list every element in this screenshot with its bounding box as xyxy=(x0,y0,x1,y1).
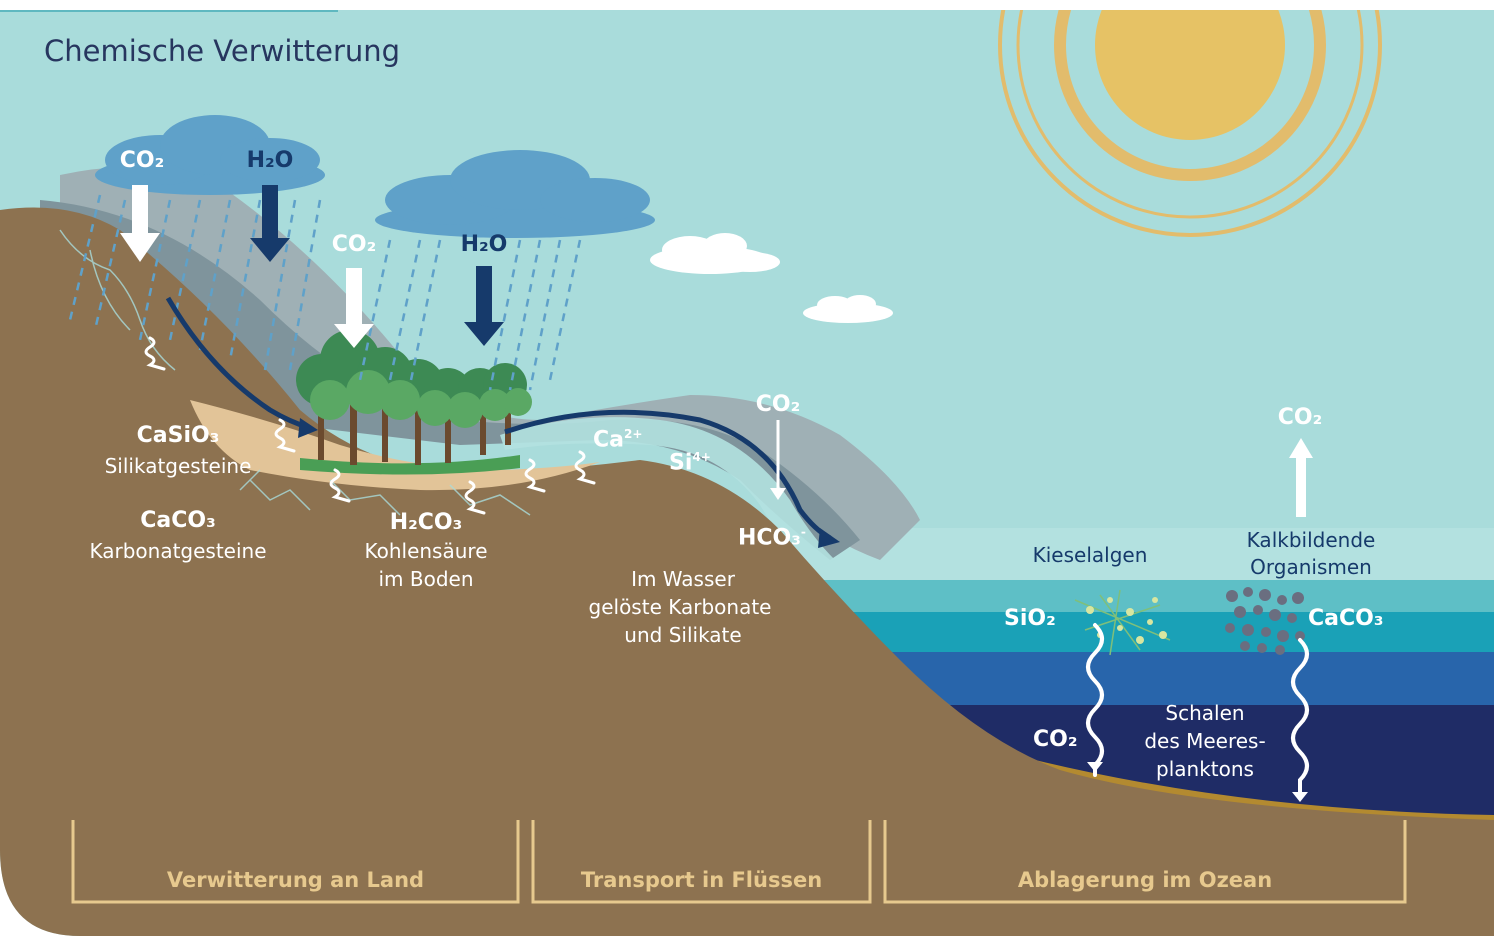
im-boden-label: im Boden xyxy=(378,567,474,591)
co2-into-river-arrow xyxy=(770,488,786,500)
schalen-line-3: planktons xyxy=(1156,757,1254,781)
h2o-arrow-1 xyxy=(250,185,290,262)
soil-layer xyxy=(190,400,600,491)
river xyxy=(500,417,835,570)
wasser-line-2: gelöste Karbonate xyxy=(588,595,772,619)
section-ocean: Ablagerung im Ozean xyxy=(1017,868,1273,892)
section-brackets xyxy=(71,820,1407,904)
cloud1-co2-label: CO₂ xyxy=(119,148,165,173)
dissolution-squiggles xyxy=(144,336,596,515)
cloud2-h2o-label: H₂O xyxy=(460,232,508,257)
schalen-line-2: des Meeres- xyxy=(1144,729,1266,753)
rain xyxy=(68,194,582,391)
silikatgesteine-label: Silikatgesteine xyxy=(104,454,252,478)
sio2-label: SiO₂ xyxy=(1004,606,1056,631)
wasser-line-3: und Silikate xyxy=(624,623,742,647)
co2-arrow-2 xyxy=(334,268,374,348)
top-accent-line xyxy=(0,10,338,12)
page-title: Chemische Verwitterung xyxy=(44,34,401,68)
white-cloud-2 xyxy=(803,295,893,323)
grass xyxy=(300,455,520,475)
co2-release-arrow xyxy=(1296,455,1306,517)
kalk-line-2: Organismen xyxy=(1250,555,1372,579)
mountain-shadow xyxy=(40,200,860,560)
karbonatgesteine-label: Karbonatgesteine xyxy=(89,539,267,563)
co2-river-label: CO₂ xyxy=(755,392,801,417)
calcifiers xyxy=(1225,587,1305,655)
caco3-ocean-label: CaCO₃ xyxy=(1308,606,1384,631)
cloud1-h2o-label: H₂O xyxy=(246,148,294,173)
mountain-ridge xyxy=(60,166,920,560)
co2-up-label: CO₂ xyxy=(1277,405,1323,430)
river-flow-arrow xyxy=(504,409,832,541)
schalen-line-1: Schalen xyxy=(1165,701,1245,725)
section-rivers: Transport in Flüssen xyxy=(580,868,823,892)
earth xyxy=(0,207,1494,936)
co2-deep-label: CO₂ xyxy=(1033,727,1078,752)
hco3-label: HCO₃- xyxy=(738,525,806,551)
sinking-arrows xyxy=(1086,623,1309,796)
kohlensaeure-label: Kohlensäure xyxy=(364,539,488,563)
h2co3-label: H₂CO₃ xyxy=(389,510,463,535)
diatoms xyxy=(1074,589,1171,656)
casio3-label: CaSiO₃ xyxy=(136,423,220,448)
rain-cloud-2 xyxy=(375,150,655,238)
kieselalgen-label: Kieselalgen xyxy=(1032,543,1148,567)
ca-ion-label: Ca2+ xyxy=(593,427,643,453)
runoff-arrow xyxy=(165,296,311,431)
forest xyxy=(296,330,532,465)
white-cloud-1 xyxy=(650,233,780,274)
h2o-arrow-2 xyxy=(464,266,504,346)
cloud2-co2-label: CO₂ xyxy=(331,232,377,257)
kalk-line-1: Kalkbildende xyxy=(1246,528,1376,552)
sun xyxy=(998,10,1382,237)
section-land: Verwitterung an Land xyxy=(166,868,425,892)
co2-arrow-1 xyxy=(120,185,160,262)
caco3-land-label: CaCO₃ xyxy=(140,508,216,533)
wasser-line-1: Im Wasser xyxy=(631,567,735,591)
si-ion-label: Si4+ xyxy=(669,450,711,476)
